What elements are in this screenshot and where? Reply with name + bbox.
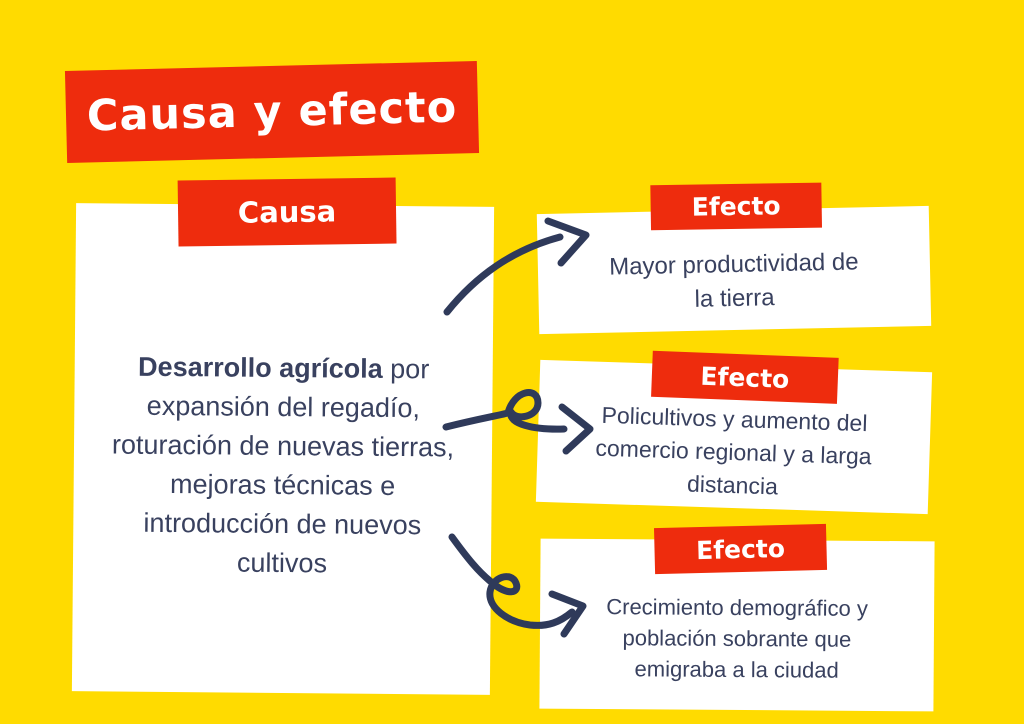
effect-3-text-inner: Crecimiento demográfico y población sobr… bbox=[606, 593, 869, 683]
cause-text-rest: por expansión del regadío, roturación de… bbox=[111, 353, 455, 579]
effect-3-group: Efecto Crecimiento demográfico y poblaci… bbox=[539, 523, 935, 712]
effect-2-label: Efecto bbox=[699, 361, 790, 394]
cause-label: Causa bbox=[237, 194, 337, 230]
cause-text: Desarrollo agrícola por expansión del re… bbox=[72, 203, 494, 695]
effect-3-label-banner: Efecto bbox=[653, 523, 828, 575]
effect-3-label: Efecto bbox=[695, 533, 786, 565]
effect-2-label-banner: Efecto bbox=[651, 350, 839, 404]
cause-group: Causa Desarrollo agrícola por expansión … bbox=[71, 177, 495, 695]
effect-1-label: Efecto bbox=[691, 191, 781, 222]
effect-2-group: Efecto Policultivos y aumento del comerc… bbox=[535, 350, 933, 515]
cause-text-bold: Desarrollo agrícola bbox=[138, 351, 383, 384]
cause-text-inner: Desarrollo agrícola por expansión del re… bbox=[97, 347, 469, 584]
effect-1-label-banner: Efecto bbox=[650, 182, 823, 231]
page-title: Causa y efecto bbox=[86, 82, 458, 142]
effect-2-text-inner: Policultivos y aumento del comercio regi… bbox=[595, 401, 872, 499]
effect-1-text-inner: Mayor productividad de la tierra bbox=[608, 248, 859, 313]
cause-label-banner: Causa bbox=[177, 177, 397, 247]
effect-1-group: Efecto Mayor productividad de la tierra bbox=[536, 182, 932, 335]
title-banner: Causa y efecto bbox=[64, 60, 480, 164]
